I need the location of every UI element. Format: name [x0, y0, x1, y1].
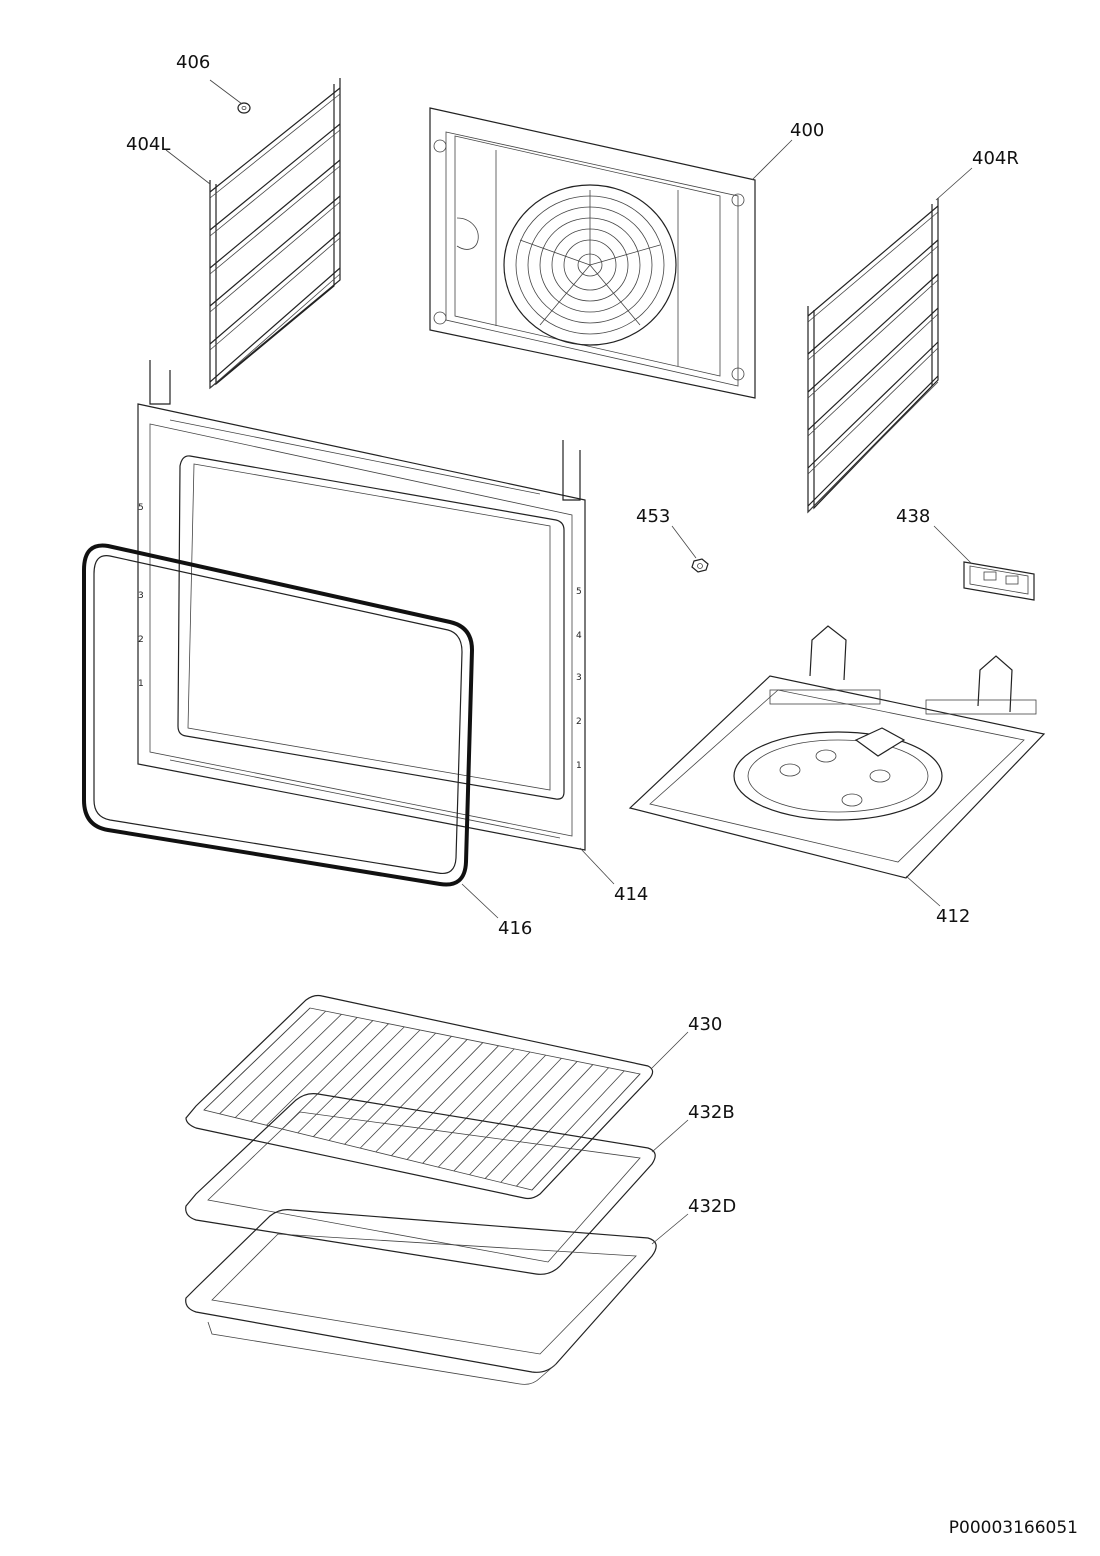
callout-404L: 404L: [126, 134, 170, 155]
wire: [281, 1023, 389, 1130]
wire: [807, 307, 939, 431]
right-level-mark: 1: [576, 761, 582, 771]
wire: [209, 231, 341, 345]
part-430-wire-rack[interactable]: [185, 994, 654, 1200]
wire: [209, 123, 341, 231]
part-404L-left-rail[interactable]: [209, 78, 341, 390]
wire: [391, 1045, 499, 1156]
wire: [266, 1020, 374, 1126]
wire: [807, 245, 939, 361]
wire: [209, 159, 341, 269]
fan-grille: [503, 184, 677, 346]
wire: [313, 1029, 421, 1137]
part-414-front-frame[interactable]: [137, 360, 586, 851]
part-400-back-panel[interactable]: [429, 107, 756, 399]
callout-414: 414: [614, 884, 648, 905]
wire: [531, 1073, 641, 1191]
wire: [807, 341, 939, 469]
wire: [209, 201, 341, 313]
frame-level-marks: 5 3 2 1 5 4 3 2 1: [138, 503, 582, 771]
right-level-mark: 3: [576, 673, 582, 683]
wire: [250, 1017, 358, 1122]
wire: [209, 165, 341, 275]
wire: [359, 1039, 468, 1149]
wire: [297, 1026, 405, 1134]
wire: [209, 195, 341, 307]
left-level-mark: 2: [138, 635, 144, 645]
wire: [209, 87, 341, 193]
part-404R-right-rail[interactable]: [807, 198, 939, 514]
wire: [500, 1067, 609, 1183]
callout-453: 453: [636, 506, 670, 527]
wire: [422, 1051, 531, 1164]
leader-lines: [165, 79, 973, 1245]
wire: [807, 313, 939, 437]
wire: [209, 273, 341, 389]
callout-430: 430: [688, 1014, 722, 1035]
wire: [328, 1032, 436, 1141]
document-id: P00003166051: [948, 1518, 1078, 1538]
part-453-screw[interactable]: [691, 558, 709, 573]
left-level-mark: 1: [138, 679, 144, 689]
wire: [807, 239, 939, 355]
part-432D-deep-tray[interactable]: [185, 1209, 657, 1385]
part-432B-shallow-tray[interactable]: [185, 1093, 656, 1275]
right-level-mark: 5: [576, 587, 582, 597]
callout-432D: 432D: [688, 1196, 736, 1217]
callout-432B: 432B: [688, 1102, 735, 1123]
wire: [209, 93, 341, 199]
callout-412: 412: [936, 906, 970, 927]
wire: [209, 267, 341, 383]
wire: [209, 237, 341, 351]
callout-400: 400: [790, 120, 824, 141]
wire: [375, 1042, 484, 1153]
wire: [807, 273, 939, 393]
wire: [807, 375, 939, 507]
wire: [807, 347, 939, 475]
right-level-mark: 2: [576, 717, 582, 727]
wire: [219, 1010, 326, 1115]
callout-labels: 406 404L 400 404R 453 438 414 416 412 43…: [126, 52, 1019, 1217]
wire: [807, 211, 939, 323]
right-level-mark: 4: [576, 631, 582, 641]
left-level-mark: 5: [138, 503, 144, 513]
callout-438: 438: [896, 506, 930, 527]
part-416-door-gasket[interactable]: [82, 543, 475, 887]
wire: [453, 1058, 562, 1172]
callout-404R: 404R: [972, 148, 1019, 169]
wire: [344, 1036, 452, 1145]
wire: [807, 381, 939, 513]
wire: [406, 1048, 515, 1160]
wire: [807, 205, 939, 317]
wire: [234, 1013, 342, 1118]
wire: [209, 129, 341, 237]
callout-406: 406: [176, 52, 210, 73]
left-level-mark: 3: [138, 591, 144, 601]
wire: [469, 1061, 578, 1176]
wire: [203, 1007, 311, 1111]
wire: [807, 279, 939, 399]
part-406-washer[interactable]: [237, 102, 251, 114]
callout-416: 416: [498, 918, 532, 939]
wire: [437, 1054, 547, 1168]
wire: [516, 1070, 625, 1187]
part-438-bracket[interactable]: [963, 561, 1035, 601]
part-412-oven-base[interactable]: [628, 625, 1046, 879]
wire: [484, 1064, 594, 1179]
